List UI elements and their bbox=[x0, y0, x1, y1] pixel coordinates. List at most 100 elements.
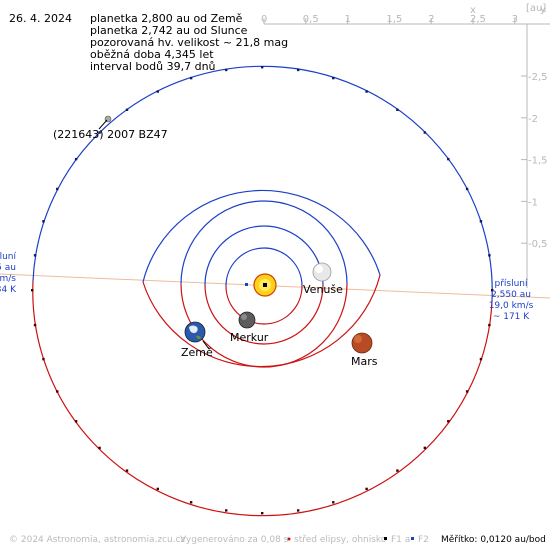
top-axis-letter: x bbox=[470, 5, 476, 16]
top-axis-tick-label: 2 bbox=[428, 14, 434, 25]
footer-scale: Měřítko: 0,0120 au/bod bbox=[441, 535, 546, 545]
right-axis-tick-label: -2 bbox=[528, 114, 538, 125]
perihelion-line: přísluní bbox=[0, 252, 16, 262]
mercury-orbit bbox=[225, 247, 303, 325]
mars-label: Mars bbox=[351, 355, 378, 368]
mars-icon bbox=[351, 332, 373, 354]
ellipse-center-marker bbox=[245, 283, 248, 286]
orbit-point bbox=[56, 187, 59, 191]
info-line-period: oběžná doba 4,345 let bbox=[90, 48, 214, 61]
orbit-point bbox=[488, 323, 491, 327]
perihelion-line: ~ 171 K bbox=[493, 312, 530, 322]
footer-legend-f2: F2 bbox=[418, 535, 429, 545]
orbit-point bbox=[465, 187, 469, 191]
orbit-point bbox=[396, 108, 399, 111]
perihelion-line: 34 K bbox=[0, 285, 17, 295]
mercury-label: Merkur bbox=[230, 331, 269, 344]
right-axis-letter: y bbox=[540, 4, 546, 15]
orbit-point bbox=[332, 501, 335, 504]
footer-legend-foci: F1 a bbox=[391, 535, 410, 545]
earth-pointer bbox=[202, 340, 210, 350]
orbit-point bbox=[332, 76, 335, 80]
orbit-point bbox=[42, 220, 45, 223]
orbit-point bbox=[56, 390, 59, 393]
orbit-point bbox=[423, 131, 427, 134]
top-axis-tick-label: 0,5 bbox=[303, 14, 319, 25]
orbit-point bbox=[33, 323, 37, 327]
earth-icon bbox=[184, 321, 206, 343]
right-axis-tick-label: -1,5 bbox=[528, 156, 548, 167]
orbit-point bbox=[225, 68, 228, 72]
right-axis-tick-label: -1 bbox=[528, 197, 538, 208]
date-label: 26. 4. 2024 bbox=[9, 12, 72, 25]
footer: © 2024 Astronomia, astronomia.zcu.cz Vyg… bbox=[9, 535, 546, 545]
perihelion-left: přísluní0,5 aukm/s34 K bbox=[0, 252, 17, 295]
footer-copyright: © 2024 Astronomia, astronomia.zcu.cz bbox=[9, 535, 186, 545]
orbit-point bbox=[447, 157, 450, 161]
orbit-point bbox=[423, 446, 427, 450]
asteroid-orbit bbox=[31, 65, 494, 517]
right-axis-tick-label: -0,5 bbox=[528, 239, 548, 250]
orbit-point bbox=[296, 509, 300, 512]
footer-generated: Vygenerováno za 0,08 s bbox=[180, 535, 289, 545]
footer-legend-center: střed elipsy, ohnisko bbox=[294, 535, 387, 545]
orbit-point bbox=[74, 420, 78, 423]
right-axis-tick-label: -2,5 bbox=[528, 72, 548, 83]
orbit-point bbox=[488, 254, 491, 257]
top-axis-tick-label: 2,5 bbox=[470, 14, 486, 25]
orbit-point bbox=[479, 357, 483, 361]
top-axis-unit: [au] bbox=[526, 3, 546, 14]
right-axis: -2,5 -2 -1,5 -1 -0,5 y bbox=[521, 4, 548, 288]
orbit-point bbox=[156, 487, 159, 491]
orbit-point bbox=[74, 157, 78, 161]
orbit-point bbox=[156, 90, 159, 93]
orbit-point bbox=[31, 289, 34, 292]
perihelion-line: 0,5 au bbox=[0, 263, 16, 273]
info-line-interval: interval bodů 39,7 dnů bbox=[90, 60, 216, 73]
orbit-point bbox=[125, 469, 129, 472]
info-block: planetka 2,800 au od Země planetka 2,742… bbox=[90, 13, 288, 73]
venus-icon bbox=[312, 262, 332, 282]
top-axis-tick-label: 1 bbox=[345, 14, 351, 25]
orbit-point bbox=[189, 76, 193, 80]
orbit-point bbox=[396, 469, 399, 472]
info-line-distance-sun: planetka 2,742 au od Slunce bbox=[90, 24, 248, 37]
orbit-point bbox=[98, 131, 101, 134]
perihelion-line: 2,550 au bbox=[491, 290, 531, 300]
perihelion-line: 19,0 km/s bbox=[489, 301, 534, 311]
orbit-point bbox=[491, 289, 494, 292]
top-axis-tick-label: 0 bbox=[261, 14, 267, 25]
orbit-point bbox=[189, 501, 193, 504]
asteroid-label: (221643) 2007 BZ47 bbox=[53, 128, 168, 141]
asteroid-pointer bbox=[98, 119, 108, 130]
orbit-point bbox=[225, 509, 228, 512]
venus-orbit bbox=[204, 225, 324, 345]
orbit-point bbox=[479, 220, 483, 223]
top-axis-tick-label: 3 bbox=[512, 14, 518, 25]
orbit-point bbox=[365, 487, 368, 491]
info-line-magnitude: pozorovaná hv. velikost ~ 21,8 mag bbox=[90, 36, 289, 49]
legend-f1-marker bbox=[384, 537, 387, 540]
orbit-point bbox=[447, 420, 450, 423]
sun-icon bbox=[253, 273, 277, 297]
orbit-point bbox=[42, 357, 45, 361]
orbit-point bbox=[296, 68, 300, 72]
orbit-point bbox=[365, 90, 368, 93]
orbit-point bbox=[261, 66, 264, 69]
orbit-point bbox=[465, 390, 469, 393]
perihelion-line: přísluní bbox=[494, 279, 528, 289]
info-line-distance-earth: planetka 2,800 au od Země bbox=[90, 12, 243, 25]
mars-orbit bbox=[142, 189, 381, 368]
orbit-point bbox=[125, 108, 129, 111]
mercury-icon bbox=[238, 311, 256, 329]
legend-center-marker bbox=[287, 537, 291, 541]
perihelion-line: km/s bbox=[0, 274, 16, 284]
orbit-point bbox=[98, 446, 101, 450]
orbit-point bbox=[33, 254, 37, 257]
earth-label: Země bbox=[181, 346, 213, 359]
legend-f2-marker bbox=[411, 537, 414, 540]
venus-label: Venuše bbox=[303, 283, 343, 296]
